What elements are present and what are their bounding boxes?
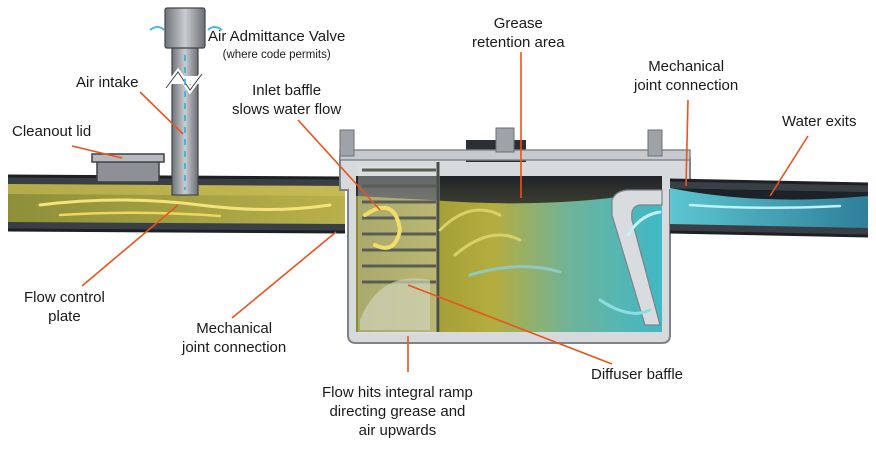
integral-ramp-line-1: Flow hits integral ramp [322, 384, 473, 401]
leader-lines [71, 52, 809, 372]
label-flow-control-plate: Flow control plate [24, 288, 105, 326]
grease-retention-line-1: Grease [493, 15, 543, 32]
label-diffuser-baffle: Diffuser baffle [591, 366, 683, 383]
label-integral-ramp: Flow hits integral ramp directing grease… [322, 383, 473, 440]
inlet-pipe [7, 174, 346, 234]
outlet-baffle [611, 189, 663, 326]
label-cleanout-lid: Cleanout lid [12, 123, 92, 140]
label-grease-retention: Grease retention area [472, 14, 565, 52]
integral-ramp-line-3: air upwards [358, 422, 437, 439]
label-mechanical-joint-right: Mechanical joint connection [634, 57, 738, 95]
mech-joint-right-line-2: joint connection [634, 77, 739, 94]
inlet-baffle-line-1: Inlet baffle [252, 82, 322, 99]
mech-joint-left-line-2: joint connection [182, 339, 287, 356]
flow-control-line-2: plate [48, 308, 81, 325]
flow-arrows [38, 198, 842, 315]
label-air-intake: Air intake [76, 74, 139, 91]
integral-ramp-line-2: directing grease and [329, 403, 466, 420]
label-inlet-baffle: Inlet baffle slows water flow [232, 81, 341, 119]
air-admittance-valve-text: Air Admittance Valve [208, 28, 346, 45]
grease-retention-line-2: retention area [472, 34, 565, 51]
label-mechanical-joint-left: Mechanical joint connection [182, 319, 286, 357]
mech-joint-left-line-1: Mechanical [196, 320, 273, 337]
vent-stack [149, 7, 223, 196]
inlet-baffle-line-2: slows water flow [232, 101, 342, 118]
cleanout-riser [91, 153, 165, 183]
label-air-admittance-valve: Air Admittance Valve (where code permits… [208, 27, 345, 65]
flow-control-line-1: Flow control [24, 289, 105, 306]
inlet-baffle [358, 162, 440, 334]
mech-joint-right-line-1: Mechanical [648, 58, 725, 75]
where-code-permits-text: (where code permits) [222, 49, 331, 61]
label-water-exits: Water exits [782, 113, 857, 130]
